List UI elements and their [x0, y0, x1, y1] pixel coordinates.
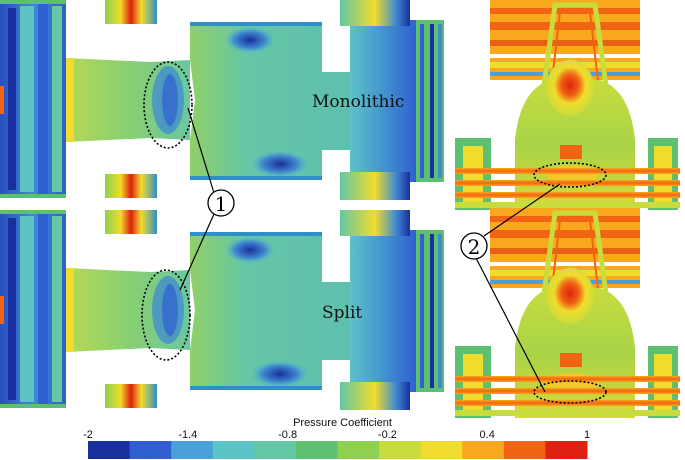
split-front-view [455, 208, 680, 418]
colorbar-segment [275, 441, 297, 459]
colorbar-segment [108, 441, 131, 459]
label-split: Split [322, 303, 362, 323]
marker-2: 2 [468, 235, 481, 259]
colorbar-segment [171, 441, 193, 459]
colorbar-segment [545, 441, 567, 459]
colorbar-segment [358, 441, 380, 459]
colorbar-segment [212, 441, 235, 459]
label-monolithic: Monolithic [312, 92, 404, 112]
colorbar-tick-label: -1.4 [178, 429, 198, 441]
colorbar-tick-label: -0.2 [377, 429, 397, 441]
colorbar [88, 441, 588, 459]
colorbar-segment [524, 441, 546, 459]
colorbar-segment [503, 441, 526, 459]
colorbar-segment [566, 441, 588, 459]
colorbar-segment [483, 441, 505, 459]
colorbar-tick-label: -2 [83, 429, 93, 441]
colorbar-segment [191, 441, 214, 459]
marker-1-circle [207, 189, 235, 217]
marker-2-circle [460, 232, 488, 260]
colorbar-segment [337, 441, 359, 459]
colorbar-segment [399, 441, 422, 459]
colorbar-segment [379, 441, 401, 459]
colorbar-segment [129, 441, 151, 459]
colorbar-segment [150, 441, 172, 459]
split-top-view [0, 210, 444, 410]
highlight-ellipse-front-top [533, 162, 607, 188]
monolithic-front-view [455, 0, 680, 210]
colorbar-title: Pressure Coefficient [293, 417, 392, 429]
colorbar-tick-label: 0.4 [479, 429, 495, 441]
highlight-ellipse-top [143, 61, 193, 149]
colorbar-segment [420, 441, 442, 459]
colorbar-tick-label: -0.8 [278, 429, 298, 441]
marker-1: 1 [215, 192, 228, 216]
colorbar-segment [316, 441, 338, 459]
colorbar-segment [462, 441, 484, 459]
colorbar-segment [88, 441, 110, 459]
colorbar-segment [254, 441, 276, 459]
colorbar-segment [441, 441, 463, 459]
highlight-ellipse-bottom [141, 269, 191, 361]
highlight-ellipse-front-bottom [533, 380, 607, 404]
colorbar-segment [295, 441, 318, 459]
colorbar-tick-label: 1 [583, 429, 591, 441]
colorbar-segment [233, 441, 255, 459]
